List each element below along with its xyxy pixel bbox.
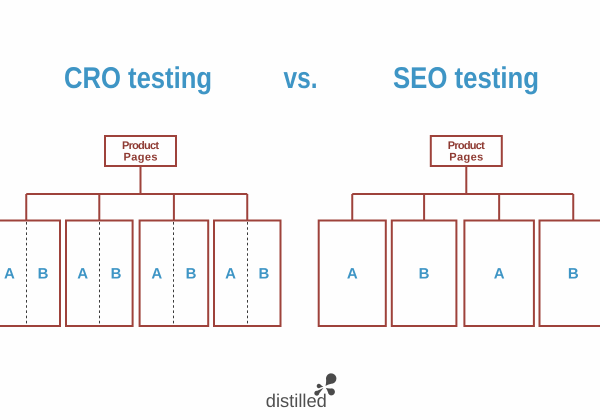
svg-text:CRO testing: CRO testing bbox=[64, 62, 212, 95]
svg-text:B: B bbox=[258, 266, 269, 283]
svg-text:Product: Product bbox=[448, 140, 485, 152]
svg-text:Pages: Pages bbox=[449, 151, 483, 163]
svg-text:vs.: vs. bbox=[284, 62, 318, 95]
svg-text:B: B bbox=[111, 266, 122, 283]
svg-text:A: A bbox=[4, 266, 15, 283]
svg-text:B: B bbox=[419, 266, 430, 283]
svg-text:A: A bbox=[151, 266, 162, 283]
svg-text:B: B bbox=[568, 266, 579, 283]
svg-text:Product: Product bbox=[122, 140, 159, 152]
svg-text:Pages: Pages bbox=[124, 151, 158, 163]
svg-text:B: B bbox=[186, 266, 197, 283]
svg-text:A: A bbox=[347, 266, 358, 283]
svg-text:A: A bbox=[77, 266, 88, 283]
svg-text:A: A bbox=[494, 266, 505, 283]
svg-text:A: A bbox=[225, 266, 236, 283]
svg-text:SEO testing: SEO testing bbox=[393, 62, 539, 95]
svg-text:B: B bbox=[38, 266, 49, 283]
